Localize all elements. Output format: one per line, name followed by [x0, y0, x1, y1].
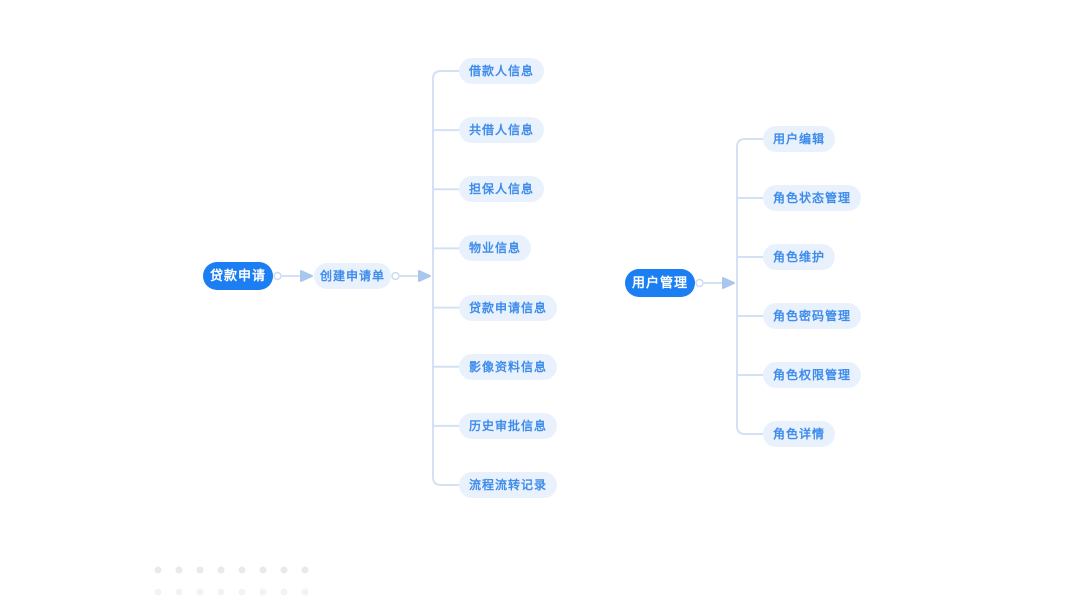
- connector-dot: [695, 278, 704, 288]
- dot-grid-dot: [154, 566, 162, 574]
- arrow-head-icon: [418, 270, 431, 282]
- mindmap-leaf-node[interactable]: 影像资料信息: [459, 353, 558, 380]
- dot-grid-dot: [301, 566, 309, 574]
- dot-grid-dot: [217, 588, 225, 596]
- dot-grid-dot: [175, 588, 183, 596]
- dot-grid-dot: [301, 588, 309, 596]
- mindmap-leaf-node[interactable]: 角色权限管理: [763, 362, 862, 388]
- dot-grid-dot: [280, 566, 288, 574]
- dot-grid-dot: [217, 566, 225, 574]
- mindmap-leaf-node[interactable]: 借款人信息: [459, 58, 545, 84]
- arrow-head-icon: [300, 270, 313, 282]
- dot-grid-dot: [196, 588, 204, 596]
- mindmap-root-node[interactable]: 用户管理: [625, 269, 695, 297]
- dot-grid-dot: [154, 588, 162, 596]
- dot-grid-dot: [259, 588, 267, 596]
- mindmap-leaf-node[interactable]: 流程流转记录: [459, 472, 558, 498]
- dot-grid-dot: [238, 566, 246, 574]
- arrow-head-icon: [722, 277, 735, 289]
- mindmap-leaf-node[interactable]: 用户编辑: [763, 126, 836, 152]
- mindmap-leaf-node[interactable]: 角色状态管理: [763, 185, 862, 211]
- dot-grid-dot: [259, 566, 267, 574]
- connector-dot: [273, 271, 282, 281]
- mindmap-leaf-node[interactable]: 担保人信息: [459, 176, 545, 203]
- tree-bracket-path: [432, 70, 459, 486]
- mindmap-leaf-node[interactable]: 角色密码管理: [763, 303, 862, 329]
- tree-bracket-path: [736, 138, 763, 435]
- dot-grid-dot: [175, 566, 183, 574]
- mindmap-root-node[interactable]: 贷款申请: [203, 262, 273, 290]
- dot-grid-dot: [196, 566, 204, 574]
- dot-grid-dot: [238, 588, 246, 596]
- mindmap-leaf-node[interactable]: 物业信息: [459, 235, 532, 262]
- mindmap-branch-node[interactable]: 创建申请单: [314, 263, 391, 289]
- mindmap-leaf-node[interactable]: 贷款申请信息: [459, 294, 558, 321]
- connector-dot: [391, 271, 400, 281]
- mindmap-leaf-node[interactable]: 共借人信息: [459, 117, 545, 144]
- mindmap-leaf-node[interactable]: 角色详情: [763, 421, 836, 447]
- mindmap-leaf-node[interactable]: 角色维护: [763, 244, 836, 270]
- dot-grid-dot: [280, 588, 288, 596]
- mindmap-leaf-node[interactable]: 历史审批信息: [459, 412, 558, 439]
